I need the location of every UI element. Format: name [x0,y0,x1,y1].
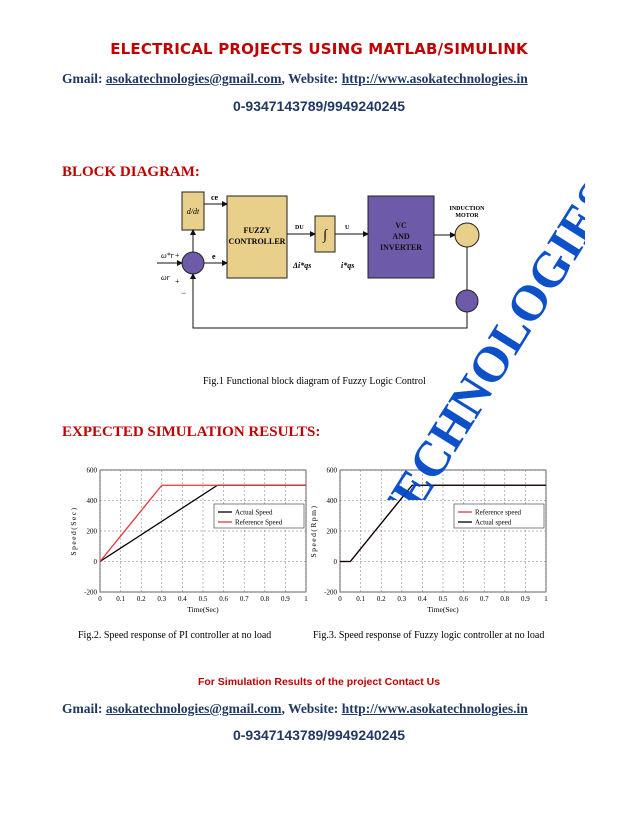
vc-inverter-block [367,195,435,279]
x-tick-label: 0.6 [459,595,468,603]
x-tick-label: 0.1 [116,595,125,603]
header-contact-line: Gmail: asokatechnologies@gmail.com, Webs… [62,71,528,86]
y-tick-label: 400 [87,497,98,505]
signal-w-act: ωr [161,273,171,282]
header-phone: 0-9347143789/9949240245 [232,98,406,114]
x-tick-label: 0.7 [240,595,249,603]
block-diagram-heading: BLOCK DIAGRAM: [62,164,200,180]
x-axis-label: Time(Sec) [427,605,459,614]
x-tick-label: 0.2 [137,595,146,603]
signal-i-star: i*qs [341,261,354,270]
summing-junction [181,251,205,275]
y-tick-label: 400 [327,497,338,505]
fig3-caption: Fig.3. Speed response of Fuzzy logic con… [313,630,545,641]
legend-label: Actual speed [475,519,512,527]
series-line [99,484,306,562]
signal-du: DU [295,225,304,231]
footer-gmail-label: Gmail: [62,701,103,716]
x-tick-label: 0.7 [480,595,489,603]
x-axis-label: Time(Sec) [187,605,219,614]
derivative-label: d/dt [187,207,200,216]
page-title: ELECTRICAL PROJECTS USING MATLAB/SIMULIN… [110,40,528,58]
gmail-link[interactable]: asokatechnologies@gmail.com [105,71,282,86]
y-axis-label: Speed(Sec) [69,506,78,555]
fig2-caption: Fig.2. Speed response of PI controller a… [78,630,272,641]
fuzzy-controller-label-1: FUZZY [243,226,270,235]
y-tick-label: -200 [84,589,97,597]
footer-website-link[interactable]: http://www.asokatechnologies.in [341,701,528,716]
x-tick-label: 0.6 [219,595,228,603]
x-tick-label: 0.9 [521,595,530,603]
legend-box [213,503,305,529]
fuzzy-controller-block [226,195,288,279]
x-tick-label: 0.5 [199,595,208,603]
y-tick-label: 0 [334,558,338,566]
signal-w-ref: ω*r [161,251,175,260]
y-tick-label: 600 [87,467,98,475]
vc-label-3: INVERTER [380,243,422,252]
x-tick-label: 0 [98,595,102,603]
vc-label-2: AND [392,232,410,241]
signal-delta-i: Δi*qs [292,261,311,270]
asoka-watermark-logo: TECHNOLOGIES [362,170,585,500]
signal-plus-1: + [175,251,180,260]
y-tick-label: -200 [324,589,337,597]
signal-ce: ce [211,193,219,202]
motor-label-1: INDUCTION [449,206,485,212]
footer-phone: 0-9347143789/9949240245 [232,727,406,743]
motor-label-2: MOTOR [455,213,479,219]
x-tick-label: 0.8 [260,595,269,603]
signal-minus: − [181,288,186,298]
signal-e: e [212,252,216,261]
x-tick-label: 0.5 [439,595,448,603]
fuzzy-controller-label-2: CONTROLLER [229,237,286,246]
fig1-caption: Fig.1 Functional block diagram of Fuzzy … [203,376,426,387]
series-line [340,484,546,563]
gmail-label: Gmail: [62,71,103,86]
x-tick-label: 0.9 [281,595,290,603]
integrator-label: ∫ [322,228,328,243]
x-tick-label: 0.3 [397,595,406,603]
vc-label-1: VC [395,221,407,230]
x-tick-label: 0.3 [157,595,166,603]
x-tick-label: 1 [304,595,308,603]
y-tick-label: 0 [94,558,98,566]
contact-note: For Simulation Results of the project Co… [197,676,441,688]
results-heading: EXPECTED SIMULATION RESULTS: [62,424,321,440]
signal-plus-2: + [175,277,180,286]
y-tick-label: 600 [327,467,338,475]
website-label: Website: [288,71,339,86]
legend-label: Reference speed [475,509,522,517]
legend-label: Actual Speed [235,509,273,517]
y-tick-label: 200 [327,528,338,536]
legend-label: Reference Speed [235,519,283,527]
fuzzy-block-diagram: d/dt FUZZY CONTROLLER ∫ VC AND INVERTER … [157,191,485,329]
watermark-text: TECHNOLOGIES [362,170,585,500]
x-tick-label: 0.8 [500,595,509,603]
x-tick-label: 0.4 [178,595,187,603]
y-axis-label: Speed(Rpm) [309,505,318,558]
x-tick-label: 0.1 [356,595,365,603]
x-tick-label: 0 [338,595,342,603]
x-tick-label: 1 [544,595,548,603]
x-tick-label: 0.2 [377,595,386,603]
website-link[interactable]: http://www.asokatechnologies.in [341,71,528,86]
legend-box [453,503,545,529]
y-tick-label: 200 [87,528,98,536]
x-tick-label: 0.4 [418,595,427,603]
footer-contact-line: Gmail: asokatechnologies@gmail.com, Webs… [62,701,528,716]
footer-gmail-link[interactable]: asokatechnologies@gmail.com [105,701,282,716]
signal-u: U [345,225,350,231]
footer-website-label: Website: [288,701,339,716]
